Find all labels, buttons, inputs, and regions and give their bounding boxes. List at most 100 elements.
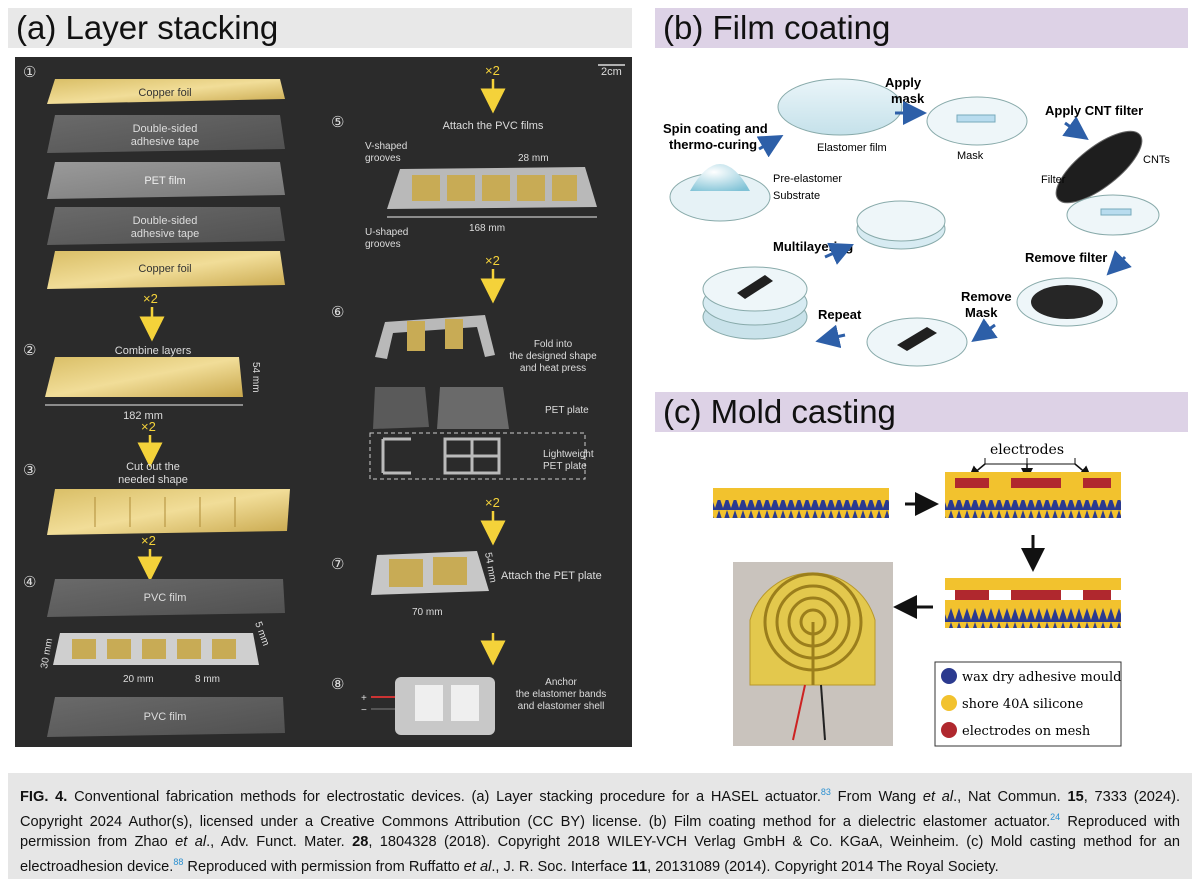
copper-foil-label: Copper foil [138,87,191,99]
cnt-filter [1055,130,1143,204]
minus-terminal: − [361,705,367,716]
pet-film-label: PET film [144,175,185,187]
lightweight-label-2: PET plate [543,461,587,472]
dim-182: 182 mm [123,410,163,422]
substrate-label: Substrate [773,190,820,202]
step-3: ③ [23,462,36,479]
pet-plate-label: PET plate [545,405,589,416]
mould-1 [713,500,889,518]
apply-mask-label-1: Apply [885,75,922,90]
step-7: ⑦ [331,556,344,573]
attach-pet-label: Attach the PET plate [501,570,602,582]
legend-label-silicone: shore 40A silicone [962,697,1084,712]
repeat-label: Repeat [818,307,862,322]
ref-83[interactable]: 83 [820,787,831,797]
anchor-label-3: and elastomer shell [518,701,605,712]
apply-mask-label-2: mask [891,91,925,106]
panel-c-title: (c) Mold casting [655,392,1188,432]
cnts-label: CNTs [1143,154,1170,166]
x2-label-6: ×2 [485,495,500,510]
layer-stacking-figure: ① ② ③ ④ ⑤ ⑥ ⑦ ⑧ 2cm Copper foil Double-s… [15,57,632,747]
legend-label-electrodes: electrodes on mesh [962,724,1091,739]
pet-film-layer [47,162,285,199]
legend-dot-electrodes [941,722,957,738]
adhesive-tape-layer [47,115,285,153]
step-8: ⑧ [331,676,344,693]
pvc-film-label-2: PVC film [144,711,187,723]
fold-label-2: the designed shape [509,351,597,362]
copper-foil-label-2: Copper foil [138,263,191,275]
lightweight-box [369,432,586,480]
step-6: ⑥ [331,304,344,321]
mould-3 [945,608,1121,628]
pvc-film-top [47,579,285,617]
step-4: ④ [23,574,36,591]
x2-label-4: ×2 [485,63,500,78]
figure-caption: FIG. 4. Conventional fabrication methods… [8,773,1192,879]
attach-pvc-label: Attach the PVC films [443,120,544,132]
spin-coating-label-1: Spin coating and [663,121,768,136]
legend-dot-silicone [941,695,957,711]
pvc-film-bottom [47,697,285,737]
pet-plate-2 [437,387,509,429]
pvc-film-label-1: PVC film [144,592,187,604]
multilayering-label: Multilayering [773,239,853,254]
scale-bar-label: 2cm [601,66,622,78]
step-5: ⑤ [331,114,344,131]
remove-filter-label: Remove filter [1025,250,1107,265]
ref-24[interactable]: 24 [1050,811,1061,822]
electrodes-label: electrodes [990,442,1064,458]
dim-70: 70 mm [412,607,443,618]
plus-terminal: + [361,693,367,704]
v-grooves-label-2: grooves [365,153,401,164]
ref-88[interactable]: 88 [173,856,184,867]
dim-5: 5 mm [252,620,271,647]
mould-2 [945,500,1121,518]
dim-30: 30 mm [39,638,55,670]
x2-label-3: ×2 [141,533,156,548]
filter-label: Filter [1041,174,1066,186]
pre-elastomer-label: Pre-elastomer [773,173,842,185]
legend-label-wax: wax dry adhesive mould [962,670,1122,685]
caption-fig-label: FIG. 4. [20,788,68,805]
anchor-label-1: Anchor [545,677,577,688]
panel-a-title: (a) Layer stacking [8,8,632,48]
spin-coating-label-2: thermo-curing [669,137,757,152]
remove-mask-label-2: Mask [965,305,998,320]
step-2: ② [23,342,36,359]
adhesive-tape-label-2: adhesive tape [131,136,200,148]
mask-label: Mask [957,150,984,162]
combine-layers-label: Combine layers [115,345,192,357]
pre-elastomer-drop [690,164,750,191]
dim-20: 20 mm [123,674,154,685]
panel-b-title: (b) Film coating [655,8,1188,48]
u-grooves-label-2: grooves [365,239,401,250]
dim-54b: 54 mm [482,552,498,584]
v-grooves-label-1: V-shaped [365,141,407,152]
cut-label-2: needed shape [118,474,188,486]
film-coating-figure: Spin coating and thermo-curing Pre-elast… [655,57,1188,382]
fold-label-3: and heat press [520,363,586,374]
legend-dot-wax [941,668,957,684]
copper-foil-layer-2 [47,251,285,289]
elastomer-film-label: Elastomer film [817,142,887,154]
pet-plate-1 [373,387,429,429]
adhesive-tape-label-1: Double-sided [133,123,198,135]
lightweight-label-1: Lightweight [543,449,594,460]
legend-box [934,661,1122,747]
dim-54: 54 mm [250,362,261,393]
x2-label-1: ×2 [143,291,158,306]
step-1: ① [23,64,36,81]
x2-label-2: ×2 [141,419,156,434]
dim-8: 8 mm [195,674,220,685]
mold-casting-figure: electrodes wax dry adhesive mould shore … [655,440,1188,750]
elastomer-film-disc [777,78,903,136]
fold-label-1: Fold into [534,339,573,350]
adhesive-tape-label-3: Double-sided [133,215,198,227]
adhesive-tape-label-4: adhesive tape [131,228,200,240]
copper-foil-layer [47,79,285,104]
dim-168: 168 mm [469,223,505,234]
folded-actuator [375,315,495,359]
assembled-actuator [371,551,489,595]
u-grooves-label-1: U-shaped [365,227,408,238]
